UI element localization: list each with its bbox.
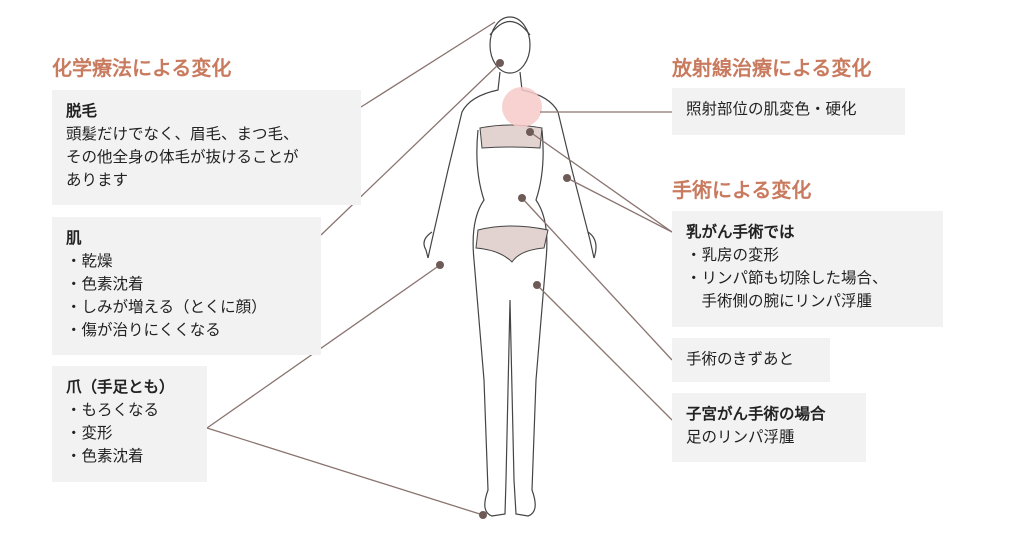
underwear <box>475 225 549 263</box>
skin-item: ・しみが増える（とくに顔） <box>66 298 267 316</box>
nails-heading: 爪（手足とも） <box>66 378 175 396</box>
skin-box: 肌 ・乾燥 ・色素沈着 ・しみが増える（とくに顔） ・傷が治りにくくなる <box>52 217 321 355</box>
uterine-heading: 子宮がん手術の場合 <box>686 405 826 423</box>
uterine-text: 足のリンパ浮腫 <box>686 428 795 446</box>
breast-heading: 乳がん手術では <box>686 223 795 241</box>
skin-item: ・乾燥 <box>66 252 113 270</box>
radiation-area-highlight <box>502 87 542 127</box>
skin-item: ・傷が治りにくくなる <box>66 321 221 339</box>
radiation-title: 放射線治療による変化 <box>672 56 872 80</box>
hair-line: 頭髪だけでなく、眉毛、まつ毛、 <box>66 125 299 143</box>
skin-item: ・色素沈着 <box>66 275 144 293</box>
nails-item: ・変形 <box>66 424 113 442</box>
marker-dots <box>436 59 571 519</box>
hair-line: その他全身の体毛が抜けることが <box>66 148 299 166</box>
nails-item: ・色素沈着 <box>66 447 144 465</box>
hair-line: あります <box>66 171 129 189</box>
breast-item: ・リンパ節も切除した場合、 <box>686 269 888 287</box>
skin-heading: 肌 <box>66 229 82 247</box>
scar-text: 手術のきずあと <box>686 350 795 368</box>
chemo-title: 化学療法による変化 <box>52 56 232 80</box>
breast-surgery-box: 乳がん手術では ・乳房の変形 ・リンパ節も切除した場合、 手術側の腕にリンパ浮腫 <box>672 211 943 327</box>
scar-box: 手術のきずあと <box>672 338 830 382</box>
radiation-box: 照射部位の肌変色・硬化 <box>672 88 905 135</box>
nails-item: ・もろくなる <box>66 401 160 419</box>
leader-lines <box>206 21 673 516</box>
nails-box: 爪（手足とも） ・もろくなる ・変形 ・色素沈着 <box>52 366 207 482</box>
surgery-title: 手術による変化 <box>672 178 812 202</box>
bra <box>479 124 543 149</box>
uterine-surgery-box: 子宮がん手術の場合 足のリンパ浮腫 <box>672 393 866 462</box>
radiation-text: 照射部位の肌変色・硬化 <box>686 100 857 118</box>
breast-item: 手術側の腕にリンパ浮腫 <box>686 292 873 310</box>
breast-item: ・乳房の変形 <box>686 246 780 264</box>
hair-heading: 脱毛 <box>66 102 98 120</box>
hair-loss-box: 脱毛 頭髪だけでなく、眉毛、まつ毛、 その他全身の体毛が抜けることが あります <box>52 90 361 205</box>
